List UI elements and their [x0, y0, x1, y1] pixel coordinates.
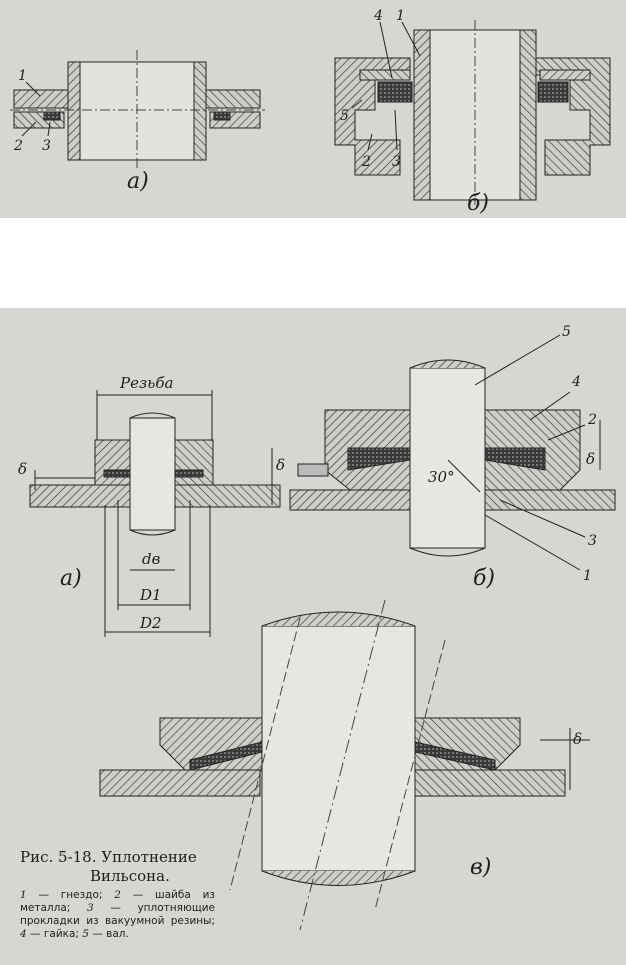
bottom-figure-b — [289, 334, 616, 571]
bb-callout-1: 1 — [583, 568, 592, 584]
top-panel-a-label: а) — [127, 169, 149, 194]
bottom-panel-a-label: а) — [60, 566, 82, 591]
b-callout-2: 2 — [361, 154, 371, 170]
b-callout-1: 1 — [396, 8, 405, 24]
top-figure-b — [334, 20, 611, 205]
dim-db: dв — [142, 550, 161, 568]
legend-num-5: 5 — [82, 928, 89, 940]
legend-num-2: 2 — [114, 889, 121, 901]
legend-text-3: — уплотняющие прокладки из вакуумной рез… — [20, 902, 215, 927]
bottom-figure-v — [99, 599, 590, 931]
bottom-panel-v-label: в) — [470, 855, 491, 880]
bb-callout-5: 5 — [562, 324, 571, 340]
legend-text-2: — шайба из металла; — [20, 889, 215, 914]
bottom-panel-b-label: б) — [473, 566, 495, 591]
legend-num-1: 1 — [20, 889, 27, 901]
a-callout-3: 3 — [42, 138, 51, 154]
top-figure-a — [10, 50, 265, 170]
a-callout-2: 2 — [13, 138, 23, 154]
delta-b: δ — [586, 450, 595, 468]
a-callout-1: 1 — [18, 68, 27, 84]
b-callout-5: 5 — [340, 108, 349, 124]
legend-num-4: 4 — [20, 928, 27, 940]
legend-num-3: 3 — [86, 902, 94, 914]
delta-v: δ — [573, 730, 582, 748]
bb-callout-3: 3 — [588, 533, 597, 549]
top-panel-b-label: б) — [467, 191, 489, 216]
angle-label: 30° — [428, 468, 455, 486]
bb-callout-2: 2 — [587, 412, 597, 428]
figure-caption-legend: 1 — гнездо; 2 — шайба из металла; 3 — уп… — [20, 889, 215, 941]
thread-label: Резьба — [119, 374, 173, 392]
dim-d2: D2 — [139, 614, 162, 632]
dim-d1: D1 — [139, 586, 162, 604]
legend-text-1: — гнездо; — [26, 889, 115, 901]
delta-a-left: δ — [18, 460, 27, 478]
caption-title-line2: Вильсона. — [90, 867, 170, 885]
b-callout-3: 3 — [392, 154, 401, 170]
caption-title-line1: Рис. 5-18. Уплотнение — [20, 848, 197, 866]
figure-caption-title: Рис. 5-18. Уплотнение Вильсона. — [20, 848, 220, 886]
bottom-figure-a — [29, 390, 281, 637]
legend-text-5: — вал. — [88, 928, 129, 940]
delta-a-right: δ — [276, 456, 285, 474]
legend-text-4: — гайка; — [26, 928, 83, 940]
b-callout-4: 4 — [373, 8, 383, 24]
bb-callout-4: 4 — [571, 374, 581, 390]
